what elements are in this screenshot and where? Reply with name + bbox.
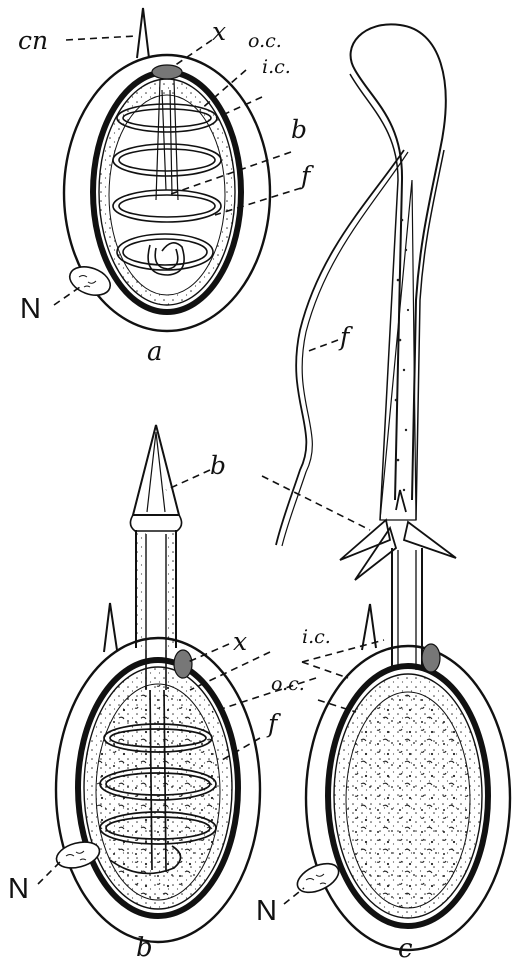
label-outer-capsule-a: o.c. xyxy=(248,30,282,52)
capsule-wall-c xyxy=(325,663,491,929)
plug-a xyxy=(151,64,183,80)
outer-wall-c xyxy=(304,644,512,952)
coiled-filament-b xyxy=(99,689,217,875)
label-filament-b: f xyxy=(266,709,281,738)
label-filament-a: f xyxy=(299,161,314,190)
label-barbs-b: b xyxy=(210,451,226,480)
label-nucleus-c: N xyxy=(256,895,277,927)
label-nucleus-a: N xyxy=(20,293,41,325)
panel-b: b x f N b xyxy=(8,424,317,963)
neck-tube-b xyxy=(135,530,177,648)
panel-c: f i.c. o.c. N c xyxy=(256,23,512,964)
tube-spines-c xyxy=(394,218,410,492)
label-nucleus-b: N xyxy=(8,873,29,905)
label-plug-a: x xyxy=(212,17,226,46)
plug-c xyxy=(421,643,441,673)
label-inner-capsule-c: i.c. xyxy=(302,626,331,648)
panel-label-a: a xyxy=(147,337,163,367)
outer-wall-b xyxy=(54,636,262,944)
label-barbs-a: b xyxy=(291,115,307,144)
barbs-c xyxy=(339,489,457,581)
nucleus-a xyxy=(68,266,112,296)
panel-label-c: c xyxy=(398,934,413,964)
label-filament-c: f xyxy=(338,322,353,351)
plug-b xyxy=(173,649,193,679)
nucleus-c xyxy=(296,862,340,894)
cnidocil-a xyxy=(136,7,150,59)
nucleus-b xyxy=(55,841,101,869)
outer-wall-a xyxy=(62,53,272,333)
cnidocil-c xyxy=(361,603,377,651)
wavy-filament-c xyxy=(275,149,405,546)
coiled-filament-a xyxy=(112,103,222,276)
capsule-wall-b xyxy=(75,657,241,919)
everted-tip-b xyxy=(131,424,181,516)
cnidocil-b xyxy=(103,602,118,653)
panel-a: cn x o.c. i.c. b f N a xyxy=(18,7,314,367)
label-outer-capsule-c: o.c. xyxy=(271,673,305,695)
label-plug-b: x xyxy=(233,627,247,656)
label-cnidocil: cn xyxy=(18,26,48,55)
everted-tube-c xyxy=(349,23,447,501)
label-inner-capsule-a: i.c. xyxy=(262,56,291,78)
panel-label-b: b xyxy=(136,933,153,963)
